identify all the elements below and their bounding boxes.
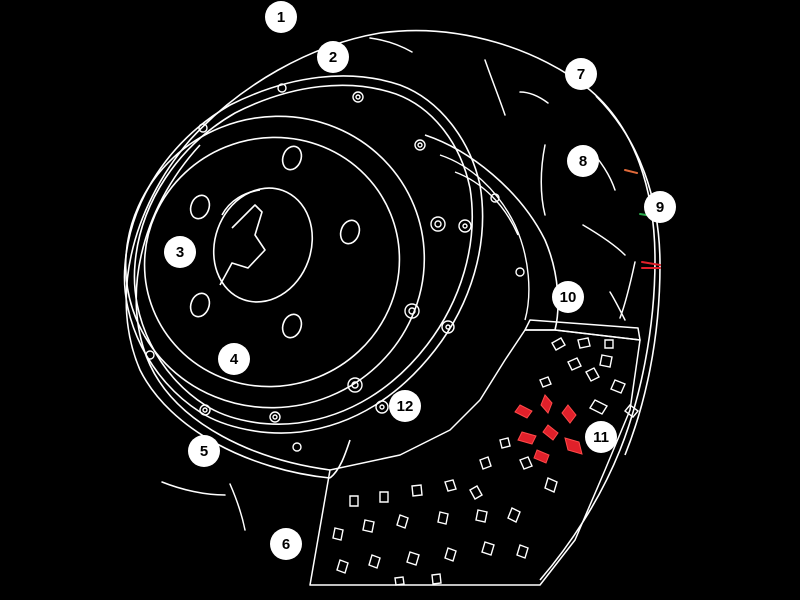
svg-text:9: 9 bbox=[656, 199, 664, 216]
svg-text:7: 7 bbox=[577, 66, 585, 83]
callout-8: 8 bbox=[567, 145, 599, 177]
flange-bolts bbox=[145, 83, 525, 452]
callout-2: 2 bbox=[317, 41, 349, 73]
callout-11: 11 bbox=[585, 421, 617, 453]
callouts: 1 2 3 4 5 6 7 8 bbox=[164, 1, 676, 560]
svg-text:3: 3 bbox=[176, 244, 184, 261]
svg-text:4: 4 bbox=[230, 351, 239, 368]
inner-hat-edge bbox=[439, 154, 530, 321]
callout-5: 5 bbox=[188, 435, 220, 467]
svg-text:6: 6 bbox=[282, 536, 290, 553]
callout-3: 3 bbox=[164, 236, 196, 268]
callout-12: 12 bbox=[389, 390, 421, 422]
mounting-bell bbox=[123, 75, 484, 434]
svg-text:10: 10 bbox=[560, 289, 577, 306]
svg-text:11: 11 bbox=[593, 429, 609, 446]
vent-pins bbox=[332, 337, 640, 586]
callout-9: 9 bbox=[644, 191, 676, 223]
svg-text:8: 8 bbox=[579, 153, 587, 170]
svg-text:2: 2 bbox=[329, 49, 337, 66]
callout-7: 7 bbox=[565, 58, 597, 90]
svg-text:1: 1 bbox=[277, 9, 285, 26]
highlighted-pins bbox=[514, 394, 583, 464]
svg-text:5: 5 bbox=[200, 443, 208, 460]
cutaway-section bbox=[309, 319, 641, 586]
callout-6: 6 bbox=[270, 528, 302, 560]
callout-4: 4 bbox=[218, 343, 250, 375]
callout-1: 1 bbox=[265, 1, 297, 33]
svg-text:12: 12 bbox=[397, 398, 414, 415]
callout-10: 10 bbox=[552, 281, 584, 313]
